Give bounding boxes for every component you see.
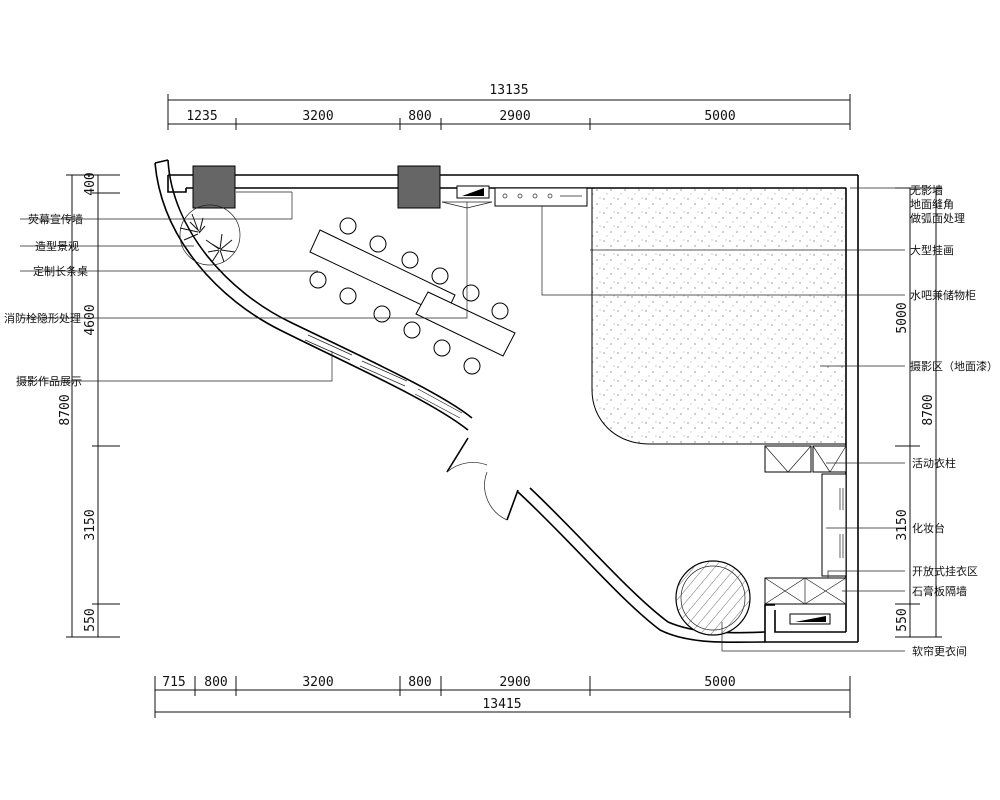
dim-left-1: 400 — [83, 172, 98, 195]
label-open-hanging: 开放式挂衣区 — [912, 564, 978, 578]
dim-right-3: 550 — [895, 608, 910, 631]
label-screen-wall: 荧幕宣传墙 — [28, 212, 83, 226]
entrance-doors — [446, 437, 519, 521]
dim-left-3: 3150 — [83, 509, 98, 540]
label-wall-note-2: 地面缝角 — [910, 197, 954, 211]
water-bar-counter — [494, 187, 588, 207]
label-clothes-rack: 活动衣柱 — [912, 456, 956, 470]
makeup-table — [821, 473, 847, 577]
clothes-rack — [764, 445, 847, 473]
dim-left-4: 550 — [83, 608, 98, 631]
dim-left-2: 4600 — [83, 304, 98, 335]
label-large-painting: 大型挂画 — [910, 243, 954, 257]
label-wall-note-3: 做弧面处理 — [910, 211, 965, 225]
label-gypsum-wall: 石膏板隔墙 — [912, 584, 967, 598]
open-hanging-area — [764, 577, 847, 605]
column-mid — [397, 165, 441, 209]
dim-top-total: 13135 — [489, 83, 528, 98]
leaders-right — [541, 187, 905, 652]
dim-bottom-1: 715 — [162, 675, 185, 690]
gypsum-partition — [789, 613, 831, 625]
dim-top-5: 5000 — [704, 109, 735, 124]
dim-bottom-2: 800 — [204, 675, 227, 690]
column-left — [192, 165, 236, 209]
bottom-dimensions: 715 800 3200 800 2900 5000 13415 — [154, 675, 851, 718]
dim-right-total: 8700 — [921, 394, 936, 425]
label-wall-note-1: 无影墙 — [910, 183, 943, 197]
label-photo-area: 摄影区（地面漆） — [910, 359, 998, 373]
photography-area — [591, 187, 847, 445]
dim-bottom-6: 5000 — [704, 675, 735, 690]
dim-right-2: 3150 — [895, 509, 910, 540]
dim-top-1: 1235 — [186, 109, 217, 124]
fire-hydrant-box — [456, 185, 490, 199]
dim-top-4: 2900 — [499, 109, 530, 124]
long-table-lower — [415, 291, 516, 357]
changing-room — [675, 560, 751, 636]
right-dimensions: 5000 3150 550 8700 — [895, 187, 942, 638]
chairs — [309, 217, 509, 375]
dim-bottom-5: 2900 — [499, 675, 530, 690]
label-long-table: 定制长条桌 — [33, 264, 88, 278]
label-photo-display: 摄影作品展示 — [16, 374, 82, 388]
label-changing-room: 软帘更衣间 — [912, 644, 967, 658]
dim-bottom-total: 13415 — [482, 697, 521, 712]
left-dimensions: 8700 400 4600 3150 550 — [58, 172, 120, 638]
dim-bottom-4: 800 — [408, 675, 431, 690]
label-fire-hydrant: 消防栓隐形处理 — [4, 311, 81, 325]
top-dimensions: 13135 1235 3200 800 2900 5000 — [167, 83, 851, 130]
label-makeup-table: 化妆台 — [912, 521, 945, 535]
label-water-bar: 水吧兼储物柜 — [910, 288, 976, 302]
landscape-planter — [179, 204, 241, 266]
dim-right-1: 5000 — [895, 302, 910, 333]
leaders-left — [20, 192, 468, 382]
dim-top-3: 800 — [408, 109, 431, 124]
dim-bottom-3: 3200 — [302, 675, 333, 690]
dim-left-total: 8700 — [58, 394, 73, 425]
label-landscape: 造型景观 — [35, 239, 79, 253]
dim-top-2: 3200 — [302, 109, 333, 124]
